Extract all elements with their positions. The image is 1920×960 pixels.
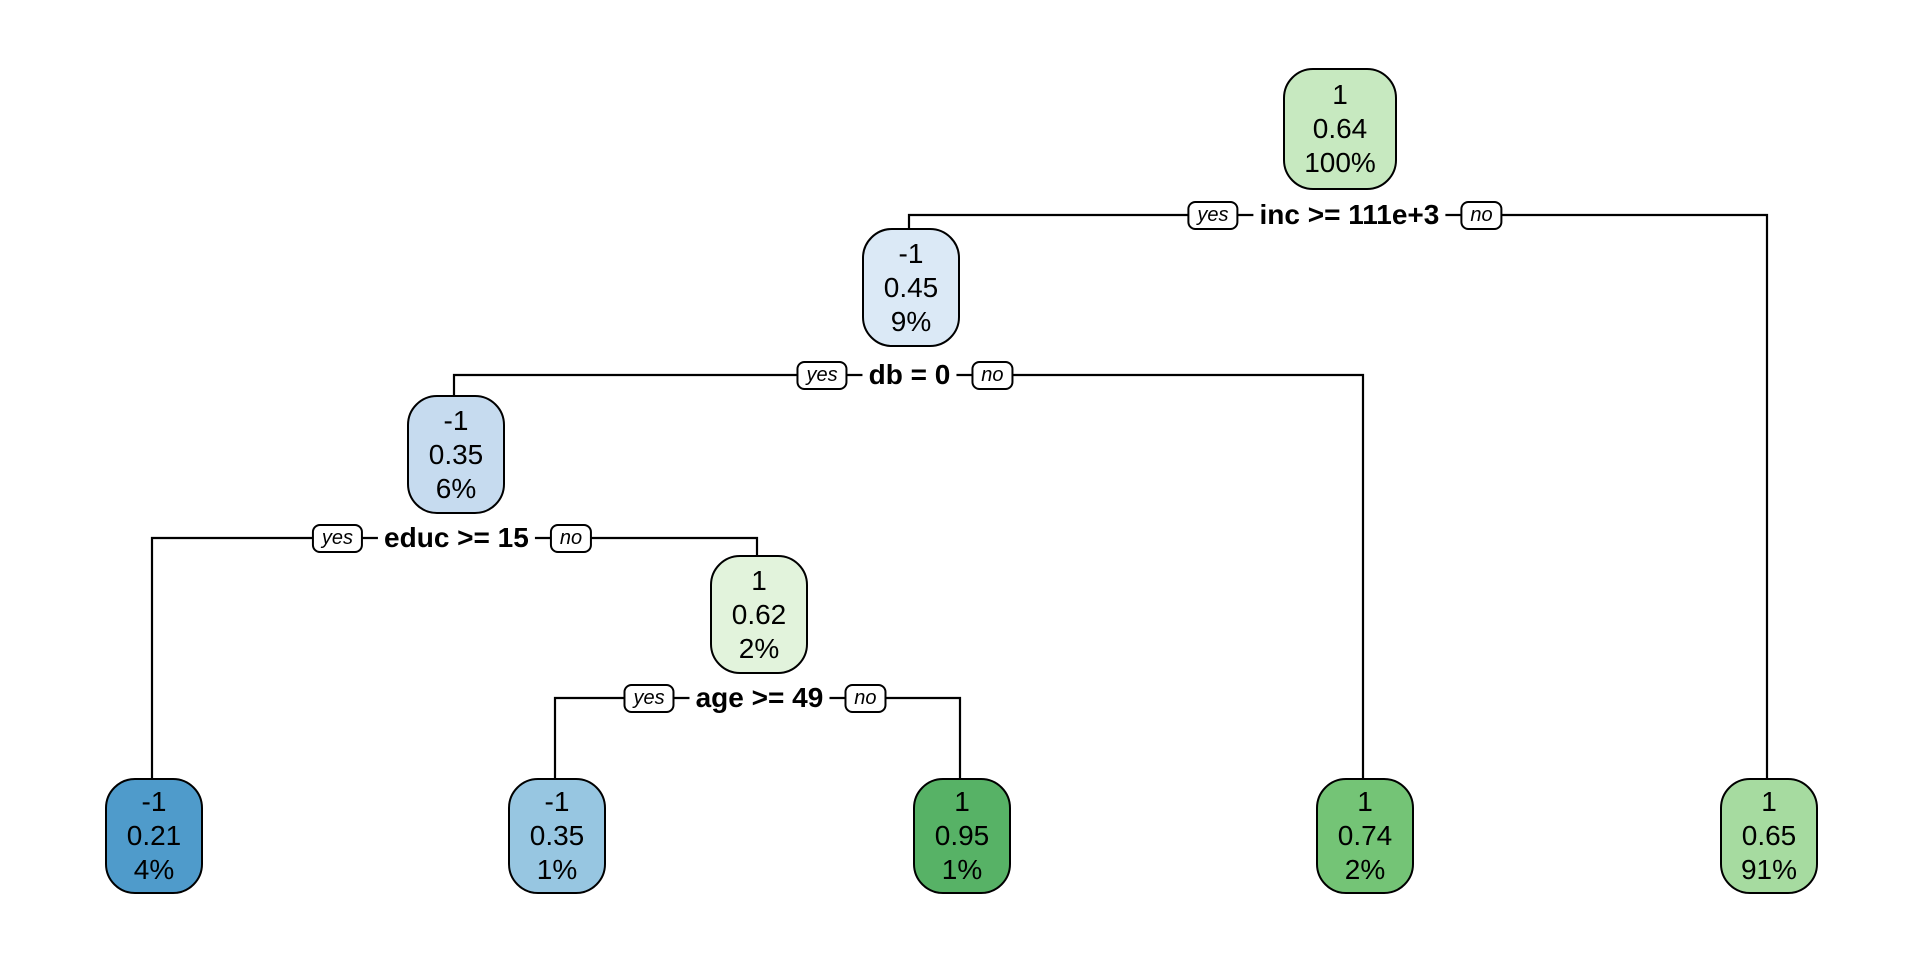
tree-leaf-age-no: 1 0.95 1% bbox=[913, 778, 1011, 894]
node-class: 1 bbox=[1332, 79, 1348, 110]
yes-badge: yes bbox=[623, 683, 675, 713]
node-prob: 0.62 bbox=[731, 598, 787, 630]
no-badge: no bbox=[971, 360, 1014, 390]
split-condition-inc: inc >= 111e+3 bbox=[1253, 199, 1446, 231]
node-class: -1 bbox=[141, 786, 167, 817]
node-pct: 91% bbox=[1740, 854, 1798, 885]
node-class: 1 bbox=[751, 564, 767, 596]
node-prob: 0.95 bbox=[934, 820, 990, 851]
no-badge: no bbox=[1460, 200, 1503, 230]
node-pct: 4% bbox=[133, 854, 175, 885]
node-pct: 100% bbox=[1304, 147, 1376, 178]
node-class: 1 bbox=[954, 786, 970, 817]
split-inc: yes inc >= 111e+3 no bbox=[1187, 199, 1503, 231]
node-pct: 9% bbox=[890, 305, 932, 337]
node-prob: 0.35 bbox=[529, 820, 585, 851]
node-class: 1 bbox=[1761, 786, 1777, 817]
node-class: -1 bbox=[544, 786, 570, 817]
connector-split-db bbox=[452, 373, 1365, 778]
no-badge: no bbox=[549, 523, 593, 553]
node-class: -1 bbox=[898, 237, 924, 269]
node-prob: 0.64 bbox=[1312, 113, 1368, 144]
split-age: yes age >= 49 no bbox=[623, 682, 887, 714]
tree-node-educ-no: 1 0.62 2% bbox=[710, 555, 808, 674]
split-condition-db: db = 0 bbox=[862, 359, 957, 391]
yes-badge: yes bbox=[311, 523, 364, 553]
no-badge: no bbox=[844, 683, 887, 713]
connector-split-inc bbox=[907, 213, 1769, 778]
split-condition-educ: educ >= 15 bbox=[378, 522, 535, 554]
tree-node-db-yes: -1 0.35 6% bbox=[407, 395, 505, 514]
node-pct: 2% bbox=[738, 632, 780, 664]
tree-node-root: 1 0.64 100% bbox=[1283, 68, 1397, 190]
node-prob: 0.35 bbox=[428, 438, 484, 470]
yes-badge: yes bbox=[1187, 200, 1239, 230]
node-prob: 0.45 bbox=[883, 271, 939, 303]
node-class: 1 bbox=[1357, 786, 1373, 817]
tree-node-inc-yes: -1 0.45 9% bbox=[862, 228, 960, 347]
yes-badge: yes bbox=[796, 360, 848, 390]
node-prob: 0.21 bbox=[126, 820, 182, 851]
split-educ: yes educ >= 15 no bbox=[311, 522, 593, 554]
node-pct: 6% bbox=[435, 472, 477, 504]
node-pct: 1% bbox=[941, 854, 983, 885]
node-pct: 1% bbox=[536, 854, 578, 885]
split-condition-age: age >= 49 bbox=[689, 682, 830, 714]
node-class: -1 bbox=[443, 404, 469, 436]
node-prob: 0.74 bbox=[1337, 820, 1393, 851]
split-db: yes db = 0 no bbox=[796, 359, 1014, 391]
tree-leaf-age-yes: -1 0.35 1% bbox=[508, 778, 606, 894]
tree-leaf-educ-yes: -1 0.21 4% bbox=[105, 778, 203, 894]
node-prob: 0.65 bbox=[1741, 820, 1797, 851]
tree-leaf-db-no: 1 0.74 2% bbox=[1316, 778, 1414, 894]
connector-split-educ bbox=[150, 536, 759, 778]
node-pct: 2% bbox=[1344, 854, 1386, 885]
tree-leaf-inc-no: 1 0.65 91% bbox=[1720, 778, 1818, 894]
